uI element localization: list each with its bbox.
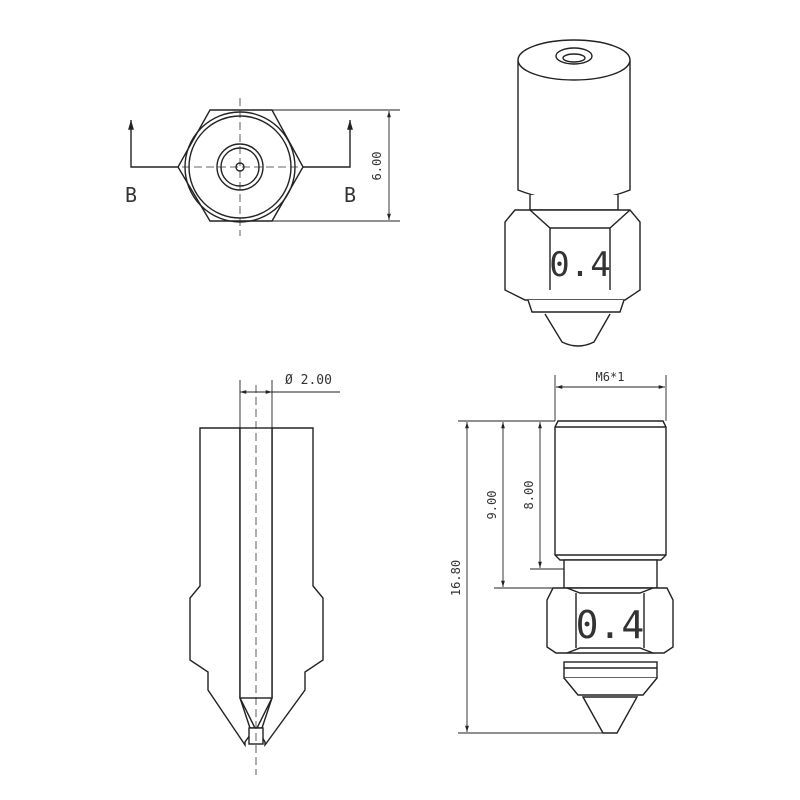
- dim-8: 8.00: [522, 481, 536, 510]
- dim-9: 9.00: [485, 491, 499, 520]
- section-label-left: B: [125, 183, 137, 207]
- section-label-right: B: [344, 183, 356, 207]
- front-size-label: 0.4: [576, 603, 645, 647]
- dim-bore: Ø 2.00: [285, 373, 332, 388]
- dim-width: 6.00: [370, 152, 384, 181]
- dim-thread: M6*1: [596, 370, 625, 384]
- iso-view: 0.4: [504, 39, 641, 347]
- iso-size-label: 0.4: [549, 245, 610, 285]
- top-view: B B 6.00: [125, 98, 400, 236]
- front-view: 0.4 M6*1 16.80 9.00 8.00: [449, 370, 674, 734]
- dim-total: 16.80: [449, 560, 463, 596]
- section-view: Ø 2.00: [189, 373, 340, 775]
